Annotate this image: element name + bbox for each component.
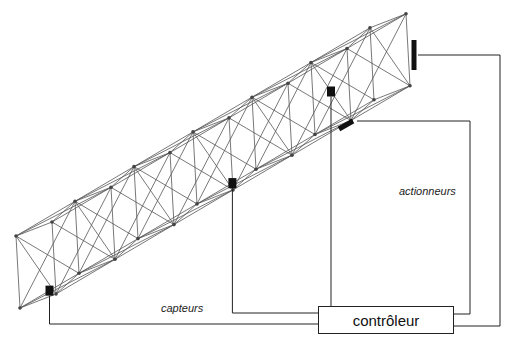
truss-joint — [250, 95, 254, 99]
truss-member — [292, 135, 315, 156]
truss-joint — [372, 98, 376, 102]
truss-member — [256, 155, 292, 169]
truss-member — [370, 14, 406, 28]
truss-member — [20, 294, 56, 308]
truss-member — [351, 14, 406, 121]
truss-member — [233, 83, 288, 190]
truss-joint — [195, 202, 199, 206]
truss-joint — [172, 223, 176, 227]
truss-member — [138, 132, 193, 239]
truss-member — [197, 190, 233, 204]
truss-member — [406, 14, 410, 86]
truss-joint — [73, 200, 77, 204]
truss-member — [138, 225, 174, 239]
actuator-symbol — [339, 121, 353, 129]
truss-member — [311, 49, 347, 63]
truss-member — [16, 236, 56, 294]
truss-joint — [113, 258, 117, 262]
signal-wire — [331, 97, 332, 307]
truss-joint — [191, 130, 195, 134]
truss-joint — [254, 167, 258, 171]
truss-joint — [14, 234, 18, 238]
truss-joint — [345, 47, 349, 51]
truss-member — [79, 167, 134, 274]
sensor-block — [46, 286, 54, 296]
truss-member — [52, 201, 75, 222]
truss-member — [115, 239, 138, 260]
controller-box: contrôleur — [318, 306, 454, 334]
truss-member — [229, 97, 252, 118]
truss-member — [56, 187, 111, 294]
truss-member — [134, 153, 170, 167]
truss-member — [111, 167, 134, 188]
truss-joint — [408, 84, 412, 88]
truss-member — [16, 222, 52, 236]
truss-joint — [313, 133, 317, 137]
truss-joint — [368, 26, 372, 30]
signal-wire — [357, 121, 470, 314]
truss-member — [20, 201, 75, 308]
truss-member — [79, 259, 115, 273]
truss-member — [252, 83, 288, 97]
truss-member — [56, 273, 79, 294]
controller-label: contrôleur — [353, 313, 420, 328]
truss-member — [174, 204, 197, 225]
truss-member — [370, 28, 410, 86]
signal-group-label: actionneurs — [398, 186, 457, 197]
signal-wire — [232, 188, 318, 313]
truss-member — [197, 97, 252, 204]
truss-joint — [18, 306, 22, 310]
truss-joint — [168, 151, 172, 155]
truss-member — [75, 187, 111, 201]
truss-joint — [309, 61, 313, 65]
truss-member — [252, 97, 292, 155]
truss-joint — [132, 165, 136, 169]
sensor-block — [228, 178, 236, 188]
truss-member — [193, 132, 233, 190]
sensor-block — [327, 87, 335, 97]
truss-member — [292, 49, 347, 156]
truss-joint — [290, 153, 294, 157]
truss-joint — [231, 188, 235, 192]
truss-joint — [50, 220, 54, 224]
truss-joint — [136, 237, 140, 241]
truss-joint — [227, 116, 231, 120]
truss-member — [374, 86, 410, 100]
truss-member — [115, 153, 170, 260]
truss-member — [256, 63, 311, 170]
signal-wire — [50, 296, 319, 324]
signal-group-label: capteurs — [160, 303, 204, 314]
truss-member — [347, 28, 370, 49]
truss-joint — [54, 292, 58, 296]
truss-member — [16, 236, 20, 308]
truss-member — [351, 100, 374, 121]
truss-joint — [286, 81, 290, 85]
truss-member — [315, 28, 370, 135]
actuator-symbol — [412, 40, 417, 70]
truss-member — [75, 201, 115, 259]
truss-member — [193, 118, 229, 132]
truss-member — [288, 63, 311, 84]
truss-member — [174, 118, 229, 225]
truss-joint — [404, 12, 408, 16]
truss-member — [233, 169, 256, 190]
truss-member — [170, 132, 193, 153]
truss-joint — [109, 186, 113, 190]
truss-joint — [77, 272, 81, 276]
truss-member — [134, 167, 174, 225]
